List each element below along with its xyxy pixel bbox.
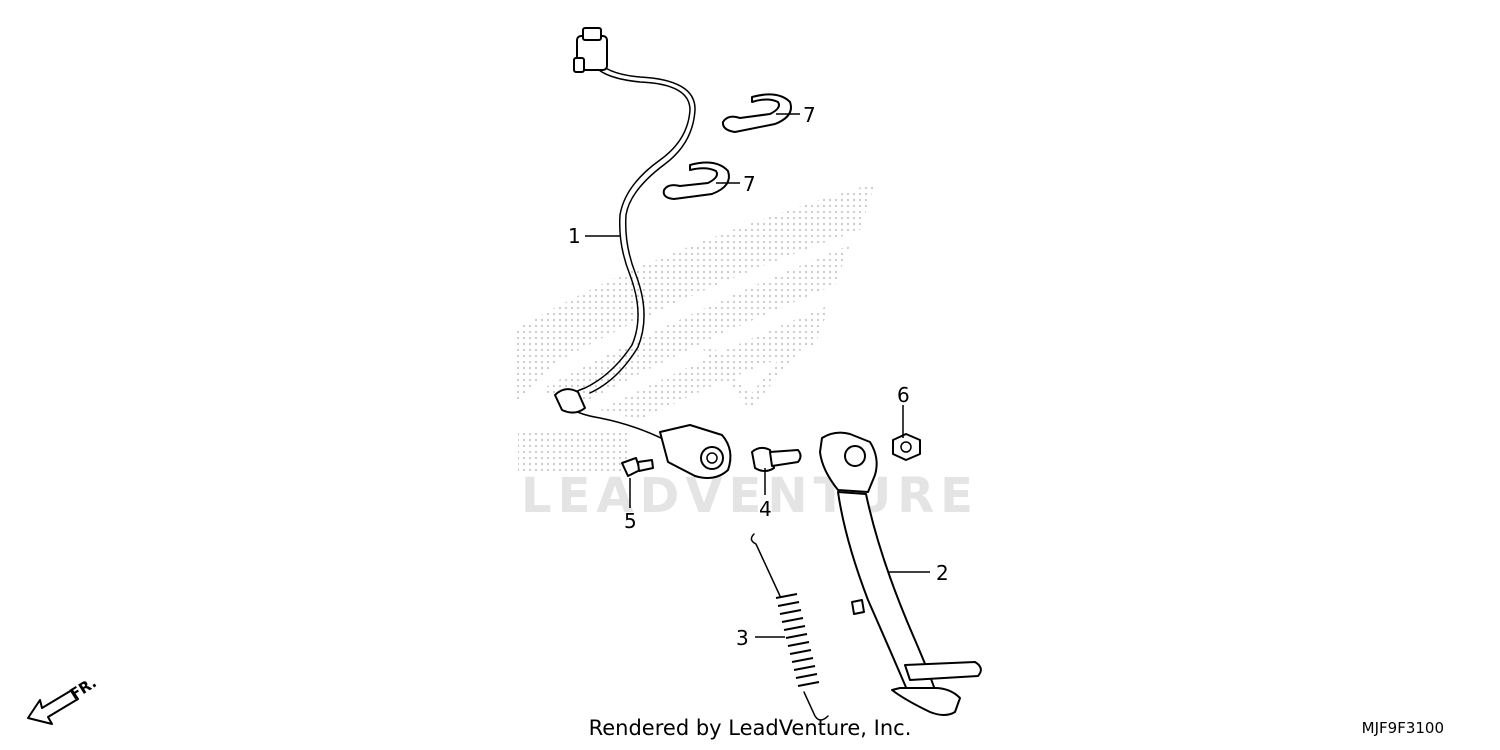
- callout-4: 4: [759, 497, 772, 521]
- side-stand-switch-harness: [554, 27, 732, 479]
- clip-lower: [662, 161, 730, 200]
- callout-5: 5: [624, 509, 637, 533]
- callout-3: 3: [736, 626, 749, 650]
- front-direction-arrow-icon: [27, 689, 79, 725]
- side-stand: [819, 431, 982, 716]
- callout-6: 6: [897, 383, 910, 407]
- pivot-bolt: [751, 446, 802, 472]
- callout-7-upper: 7: [803, 103, 816, 127]
- clip-upper: [721, 93, 792, 133]
- watermark-logo: [515, 183, 875, 472]
- footer-credit: Rendered by LeadVenture, Inc.: [588, 716, 912, 740]
- side-stand-spring: [750, 533, 829, 721]
- watermark-text: LEADVENTURE: [521, 468, 979, 524]
- bolt-5: [621, 457, 654, 477]
- nut-6: [892, 433, 921, 461]
- diagram-code: MJF9F3100: [1361, 719, 1444, 737]
- callout-7-lower: 7: [743, 172, 756, 196]
- callout-2: 2: [936, 561, 949, 585]
- callout-1: 1: [568, 224, 581, 248]
- leader-lines: [585, 113, 930, 638]
